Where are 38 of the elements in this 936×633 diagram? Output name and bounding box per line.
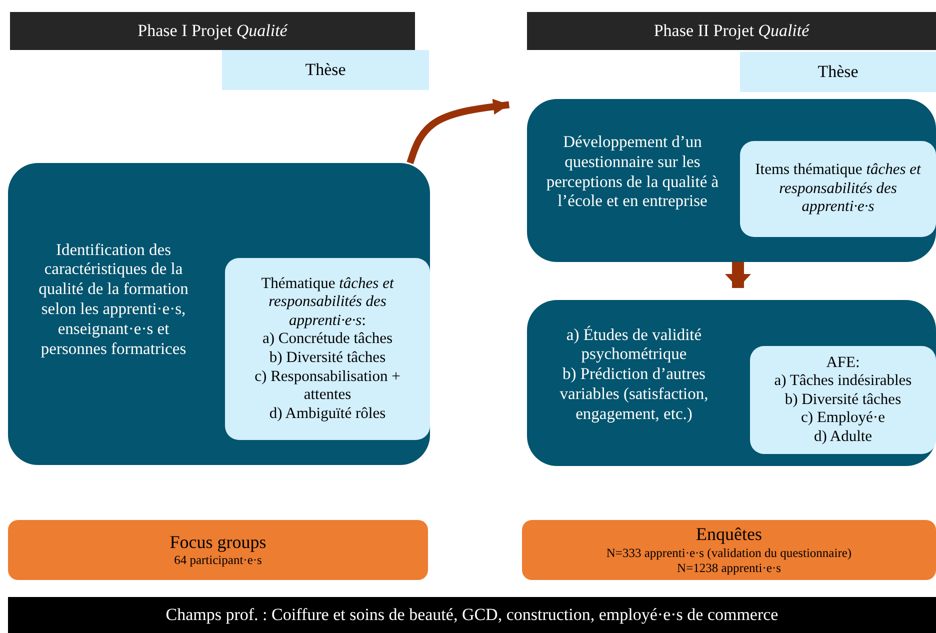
theme-box: [225, 258, 430, 440]
list-item: N=1238 apprenti·e·s: [677, 560, 781, 576]
method-box: [8, 520, 428, 580]
node-text: Champs prof. : Coiffure et soins de beauté, GCD, construction, employé·e·s de commerce: [166, 604, 778, 626]
list-item: b) Diversité tâches: [269, 349, 386, 368]
list-item: a) Tâches indésirables: [774, 372, 912, 391]
list-item: N=333 apprenti·e·s (validation du questionnaire): [606, 546, 852, 561]
list-item: d) Ambiguïté rôles: [269, 404, 386, 424]
phase-box: [527, 99, 936, 262]
node-text: Thèse: [305, 60, 346, 80]
node-text: AFE:: [826, 354, 860, 372]
node-text: Focus groups: [170, 532, 266, 554]
arrow: [725, 262, 751, 288]
node-text: Identification des caractéristiques de la qualité de la formation selon les apprenti·e·s, enseignant·e·s et personnes formatrices: [38, 240, 190, 358]
list-item: a) Concrétude tâches: [262, 330, 392, 349]
list-item: b) Diversité tâches: [784, 390, 902, 410]
node-text: Thématique tâches et responsabilités des apprenti·e·s:: [260, 274, 395, 330]
arrow: [406, 98, 510, 164]
theme-box: [750, 346, 936, 454]
thesis-tag: [222, 50, 429, 90]
method-box: [522, 520, 936, 580]
thesis-tag: [740, 52, 936, 92]
phase-header: [10, 12, 415, 50]
list-item: b) Prédiction d’autres variables (satisfaction, engagement, etc.): [558, 364, 710, 424]
list-item: d) Adulte: [814, 428, 872, 446]
phase-header: [527, 12, 936, 50]
node-text: Thèse: [818, 62, 858, 82]
fields-bar: [8, 597, 936, 633]
list-item: 64 participant·e·s: [174, 553, 262, 568]
theme-box: [740, 141, 936, 237]
phase-box: [8, 163, 430, 465]
node-text: Phase II Projet Qualité: [654, 20, 810, 42]
phase-box: [527, 300, 936, 466]
list-item: c) Employé·e: [801, 409, 885, 428]
node-text: Enquêtes: [696, 524, 762, 546]
node-text: Développement d’un questionnaire sur les perceptions de la qualité à l’école et en entreprise: [545, 132, 720, 212]
node-text: Phase I Projet Qualité: [138, 20, 288, 42]
node-text: Items thématique tâches et responsabilités des apprenti·e·s: [754, 161, 922, 217]
